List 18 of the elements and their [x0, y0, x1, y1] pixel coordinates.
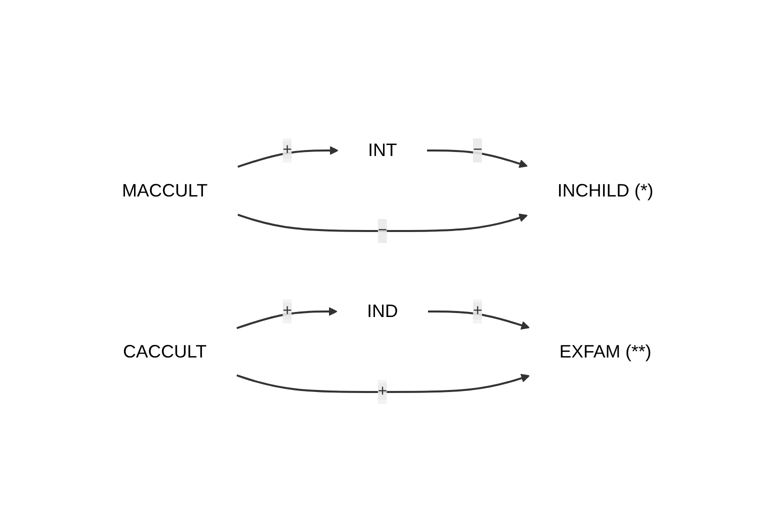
arrow [237, 213, 528, 232]
edge-label: + [472, 302, 482, 319]
arrow [428, 310, 530, 330]
node-text: MACCULT [122, 180, 208, 200]
edge-label: + [378, 382, 387, 400]
arrow [236, 306, 338, 329]
edge-label: − [472, 141, 482, 158]
node-text: IND [366, 300, 398, 320]
node-text: INCHILD (*) [557, 180, 654, 200]
arrow [236, 373, 530, 392]
node-text: CACCULT [122, 340, 206, 361]
edge-label: + [282, 141, 292, 158]
arrow [237, 146, 338, 168]
edge-label: + [282, 302, 292, 319]
edge-label: − [378, 222, 387, 238]
arrow [426, 149, 528, 168]
node-text: INT [368, 140, 397, 160]
node-text: EXFAM (**) [559, 340, 652, 361]
